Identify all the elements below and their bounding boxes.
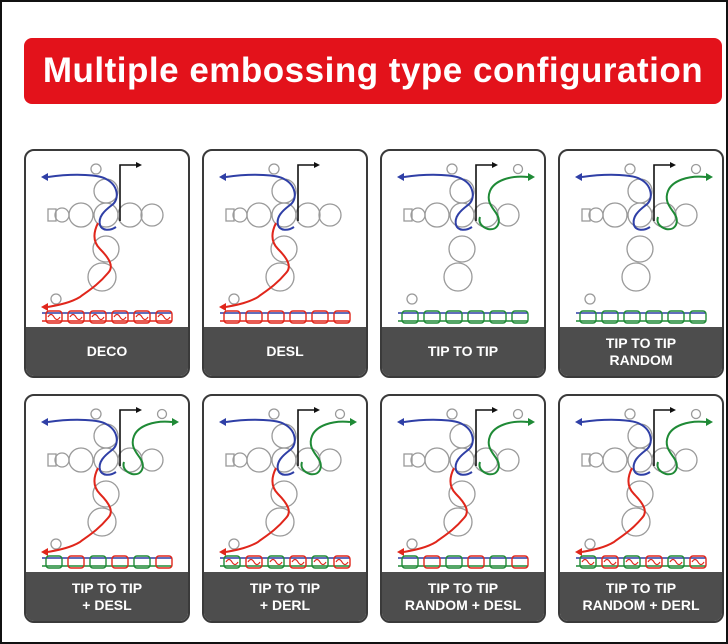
config-card: TIP TO TIP RANDOM + DERL [558,394,724,623]
config-card: TIP TO TIP + DESL [24,394,190,623]
embossing-diagram [560,396,722,572]
config-label: TIP TO TIP RANDOM + DESL [382,572,544,621]
embossing-diagram [382,151,544,327]
embossing-diagram [26,396,188,572]
config-card: TIP TO TIP + DERL [202,394,368,623]
config-label: TIP TO TIP + DERL [204,572,366,621]
config-label: DESL [204,327,366,376]
page-title: Multiple embossing type configuration [42,51,704,90]
config-label: TIP TO TIP [382,327,544,376]
embossing-diagram [204,151,366,327]
config-card: DECO [24,149,190,378]
config-label: DECO [26,327,188,376]
title-banner: Multiple embossing type configuration [24,38,722,104]
config-label: TIP TO TIP RANDOM [560,327,722,376]
embossing-diagram [382,396,544,572]
config-card: DESL [202,149,368,378]
embossing-diagram [204,396,366,572]
embossing-diagram [560,151,722,327]
config-label: TIP TO TIP + DESL [26,572,188,621]
embossing-diagram [26,151,188,327]
config-label: TIP TO TIP RANDOM + DERL [560,572,722,621]
config-card: TIP TO TIP RANDOM [558,149,724,378]
config-card: TIP TO TIP RANDOM + DESL [380,394,546,623]
config-card: TIP TO TIP [380,149,546,378]
